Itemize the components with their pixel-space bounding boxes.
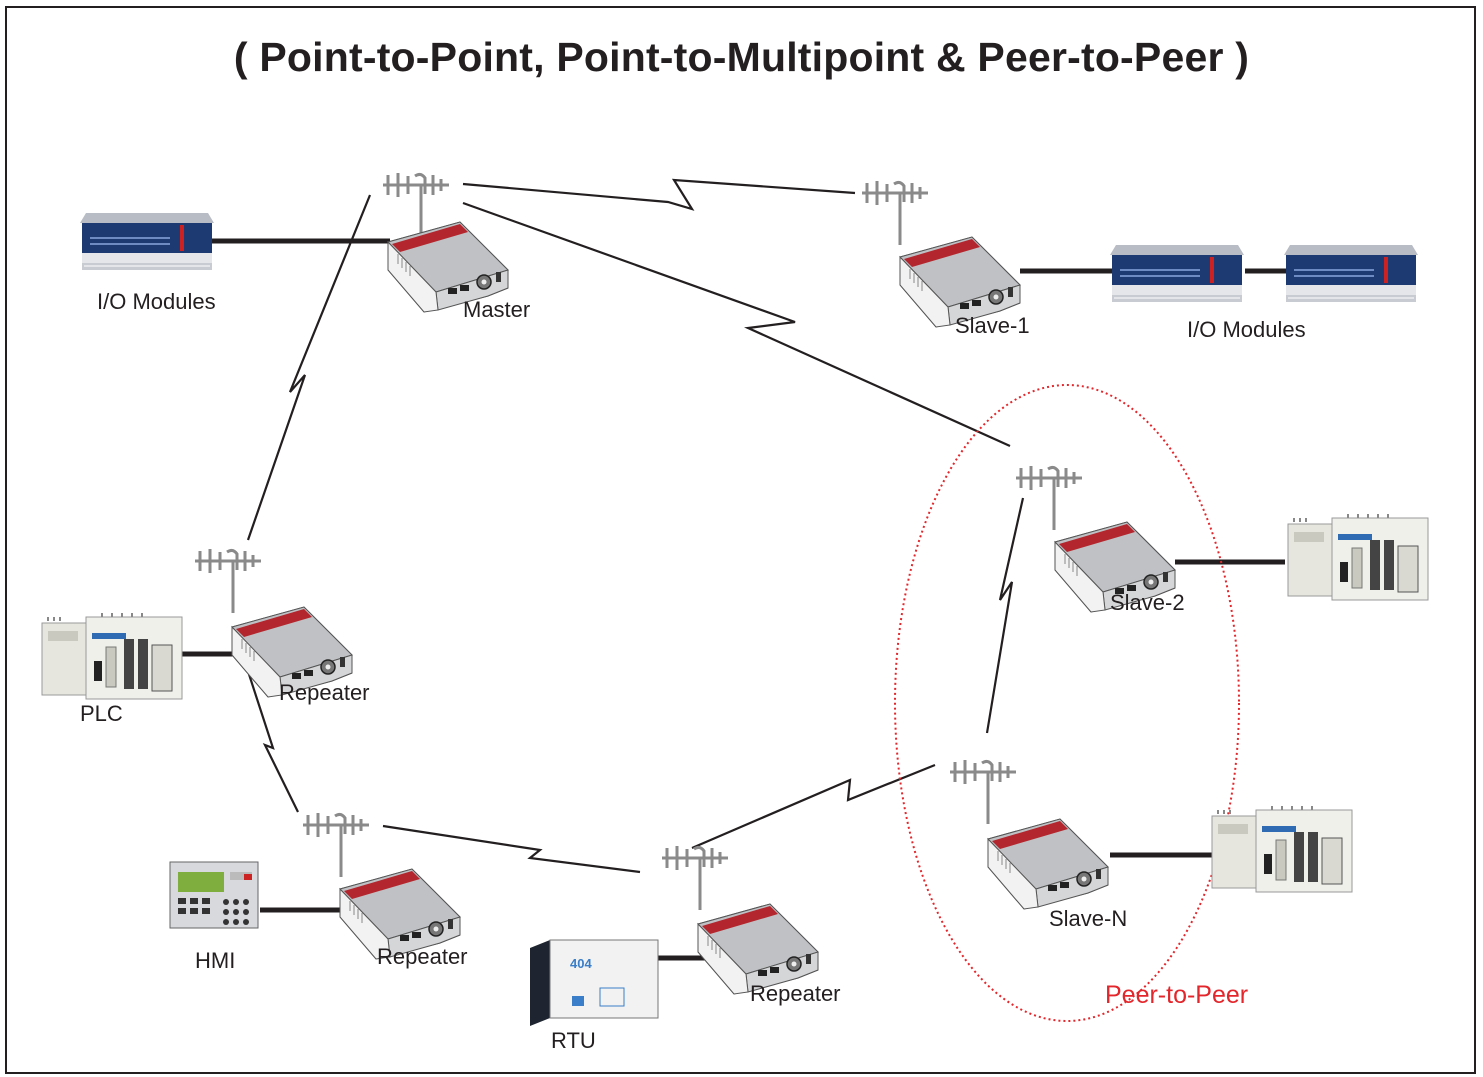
label-slave-1: Slave-1 [955, 313, 1030, 338]
antenna-icon [860, 179, 930, 247]
antenna-icon [1014, 464, 1084, 532]
diagram-frame [5, 6, 1476, 1074]
plc-icon [1211, 805, 1353, 893]
io-module-icon [1109, 244, 1245, 303]
label-repeater-bottom-center: Repeater [750, 981, 841, 1006]
antenna-icon [301, 811, 371, 879]
label-hmi: HMI [195, 948, 236, 973]
label-peer-to-peer: Peer-to-Peer [1105, 981, 1249, 1009]
io-module-icon [79, 212, 215, 271]
diagram-title: ( Point-to-Point, Point-to-Multipoint & … [233, 34, 1250, 80]
io-module-icon [1283, 244, 1419, 303]
radio-slaven-slave2 [985, 497, 1025, 734]
radio-master-slave1 [462, 178, 856, 211]
label-master: Master [463, 297, 531, 322]
antenna-icon [193, 547, 263, 615]
plc-icon [41, 612, 183, 700]
label-plc: PLC [80, 701, 123, 726]
plc-icon [1287, 513, 1429, 601]
label-slave-n: Slave-N [1049, 906, 1128, 931]
antenna-icon [948, 758, 1018, 826]
peer-to-peer-boundary [894, 384, 1240, 1022]
label-slave-2: Slave-2 [1110, 590, 1185, 615]
rtu-badge: 404 [570, 956, 592, 971]
hmi-icon [169, 861, 259, 929]
label-rtu: RTU [551, 1028, 596, 1053]
label-io-modules-right: I/O Modules [1187, 317, 1306, 342]
radio-repeater-repeater-bottom [382, 824, 641, 874]
rtu-icon: 404 [530, 939, 659, 1026]
radio-repeater-repeater [243, 661, 299, 813]
label-repeater-left: Repeater [279, 680, 370, 705]
radio-links [243, 178, 1025, 874]
label-repeater-bottom-left: Repeater [377, 944, 468, 969]
antenna-icon [660, 844, 730, 912]
radio-master-slave2 [462, 201, 1011, 448]
radio-modem-icon [987, 818, 1109, 910]
radio-repeater-slaven [691, 763, 936, 850]
wired-links [180, 238, 1290, 961]
radio-master-repeater [246, 194, 372, 541]
label-io-modules-left: I/O Modules [97, 289, 216, 314]
